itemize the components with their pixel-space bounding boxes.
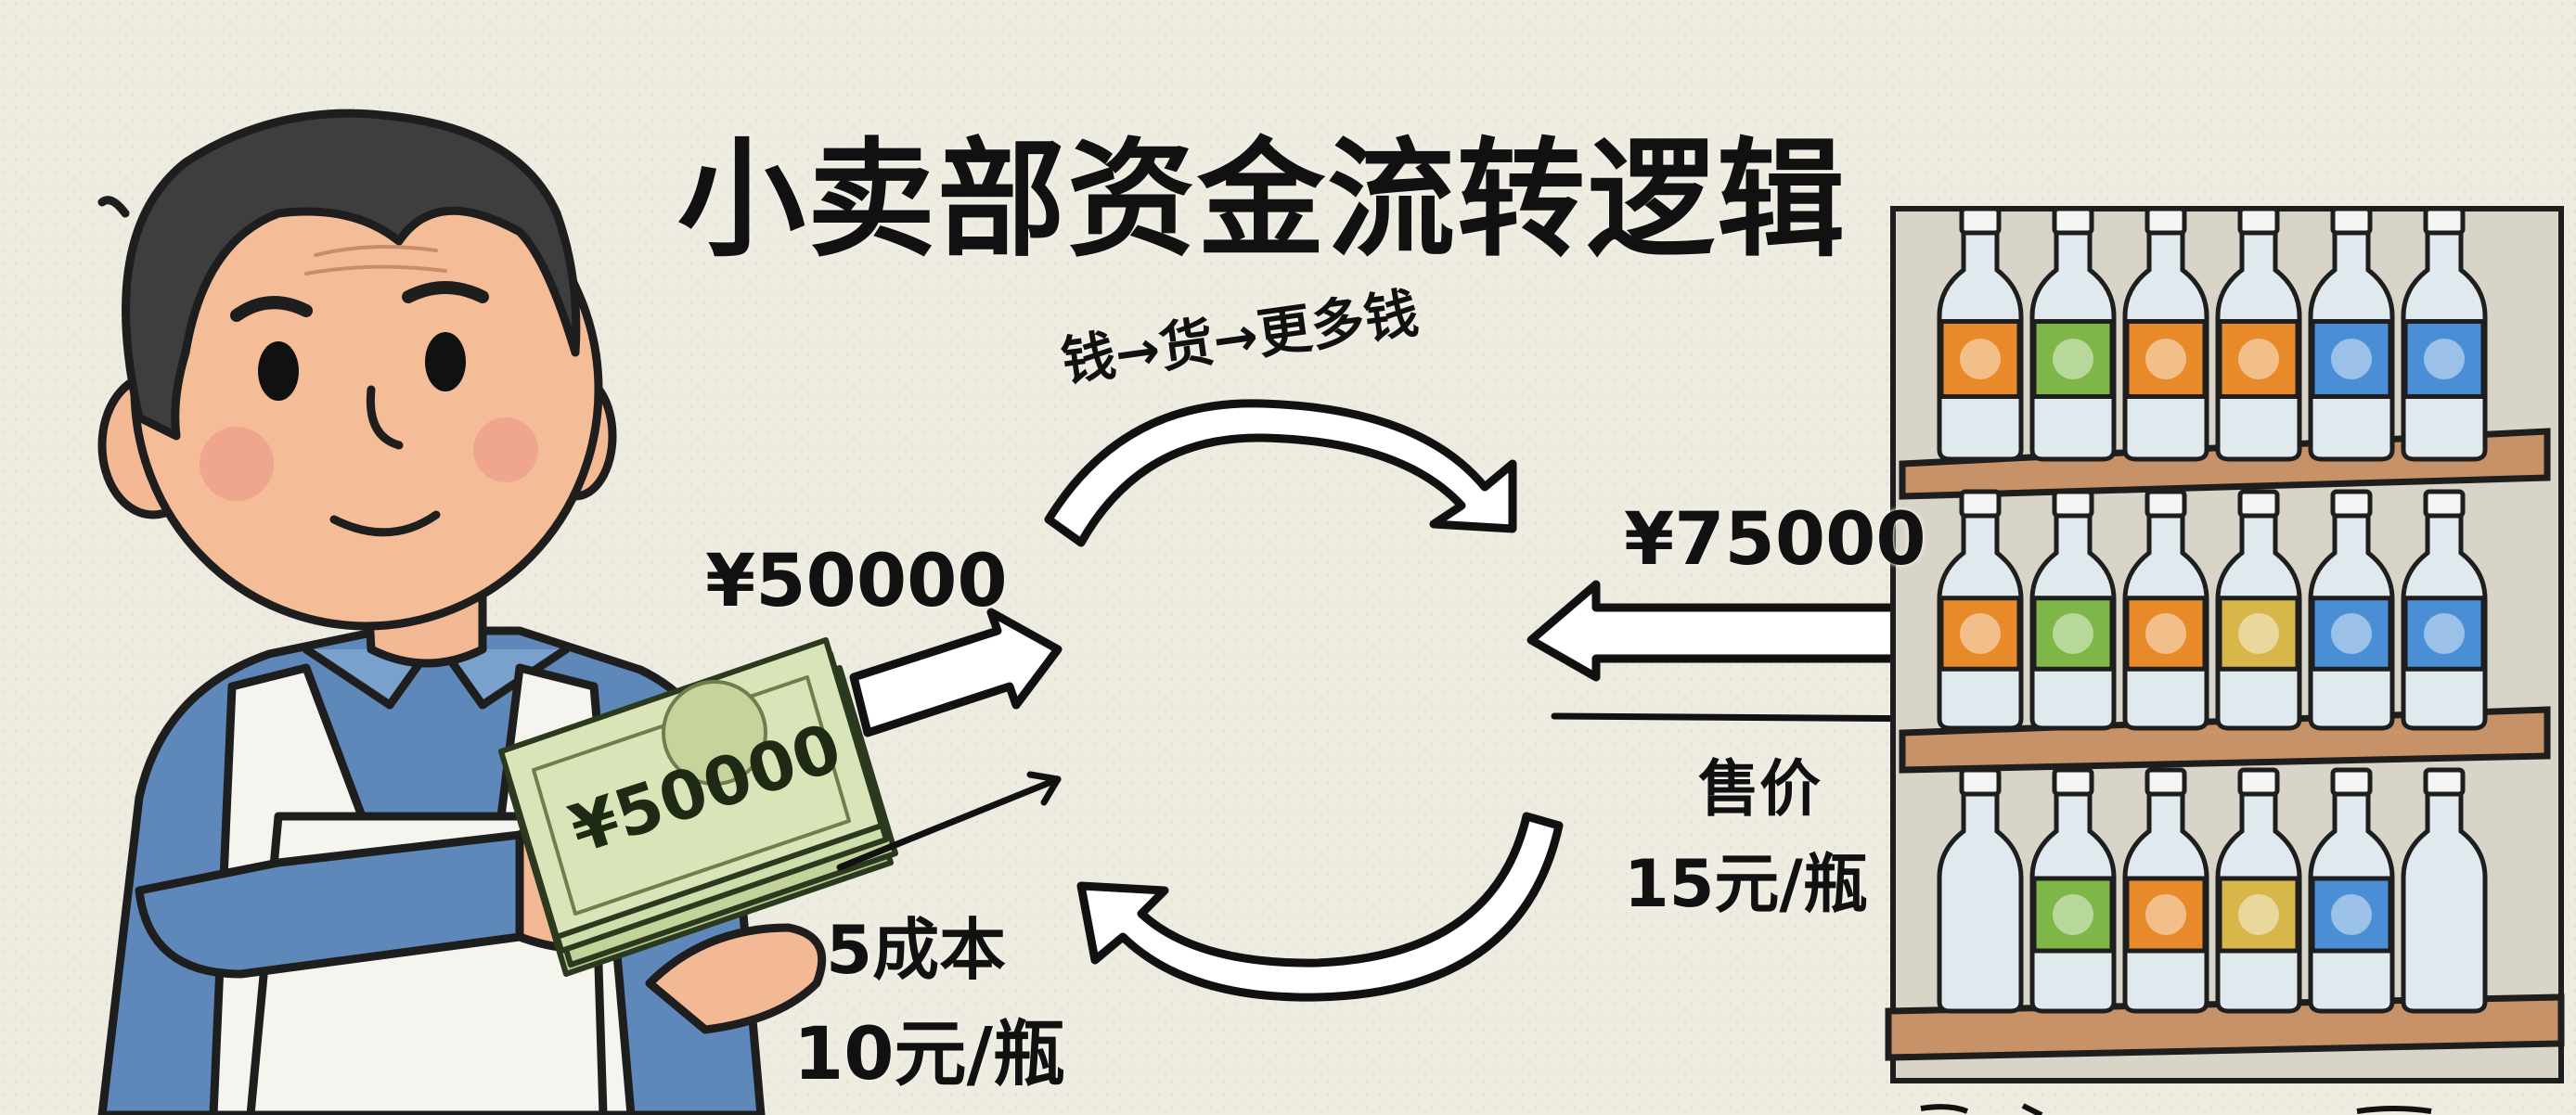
cost-arrow (836, 775, 1062, 871)
bottle-label-fruit-icon (2145, 339, 2186, 379)
bottle-label (2402, 596, 2486, 672)
bottle-cap (2330, 489, 2373, 519)
bottle-cap (2423, 767, 2466, 797)
bottle-cap (1959, 206, 2002, 236)
bottle-label (1938, 596, 2022, 672)
bottle-label-fruit-icon (2238, 894, 2279, 935)
sale-price-value: 15元/瓶 (1624, 846, 1868, 922)
bottle-label (2310, 876, 2393, 954)
bottle-label (2124, 596, 2208, 672)
bottle-label (2217, 319, 2300, 399)
cycle-arrows (849, 399, 1939, 1002)
bottle-label-fruit-icon (2331, 613, 2372, 654)
bottle-label (1938, 319, 2022, 399)
bottle-label (2310, 319, 2393, 399)
investment-amount: ¥50000 (705, 540, 1008, 623)
bottle-cap (1959, 767, 2002, 797)
bottle-label-fruit-icon (2053, 339, 2093, 379)
bottom-cycle-arrow (1076, 812, 1564, 1002)
page-title: 小卖部资金流转逻辑 (677, 125, 1848, 275)
bottle-label (2124, 319, 2208, 399)
bottle-label-fruit-icon (2053, 613, 2093, 654)
bottle-label (2402, 319, 2486, 399)
bottle-label-fruit-icon (2331, 339, 2372, 379)
bottle-cap (2052, 767, 2094, 797)
bottle-label (2031, 596, 2115, 672)
bottle-label-fruit-icon (1960, 339, 2001, 379)
bottle-cap (2145, 489, 2187, 519)
bottle-cap (1959, 489, 2002, 519)
bottle-cap (2145, 206, 2187, 236)
bottle-label-fruit-icon (2424, 339, 2465, 379)
top-cycle-arrow (1044, 399, 1517, 547)
bottle-label-fruit-icon (2331, 894, 2372, 935)
bottle-label (2031, 876, 2115, 954)
cash-stack-icon (498, 637, 898, 977)
bottle-label-fruit-icon (2053, 894, 2093, 935)
bottle-label (2217, 876, 2300, 954)
bottle-cap (2330, 206, 2373, 236)
sale-price-title: 售价 (1698, 753, 1821, 825)
cost-title: 5成本 (826, 911, 1007, 989)
bottle-cap (2423, 489, 2466, 519)
bottle-label-fruit-icon (2145, 894, 2186, 935)
investment-arrow (849, 608, 1063, 737)
bottle-label-fruit-icon (2238, 339, 2279, 379)
bottle-label-fruit-icon (1960, 613, 2001, 654)
bottle-label (2217, 596, 2300, 672)
sales-divider-line (1551, 712, 1952, 723)
bottle-cap (2423, 206, 2466, 236)
bottle-cap (2237, 206, 2280, 236)
bottle-label (2124, 876, 2208, 954)
bottle-label-fruit-icon (2145, 613, 2186, 654)
bottle-label (2031, 319, 2115, 399)
cropped-text-fragment (1920, 1103, 2432, 1115)
bottle-label-fruit-icon (2424, 613, 2465, 654)
bottle-cap (2052, 206, 2094, 236)
connector-lines (836, 712, 1952, 871)
bottle-cap (2237, 767, 2280, 797)
bottle-shelf-illustration (1885, 206, 2565, 1083)
bottle-3-6 (2401, 791, 2488, 1014)
revenue-arrow (1526, 580, 1939, 682)
revenue-amount: ¥75000 (1624, 498, 1926, 582)
bottle-cap (2330, 767, 2373, 797)
bottle-label (2310, 596, 2393, 672)
bottle-label-fruit-icon (2238, 613, 2279, 654)
bottle-3-1 (1937, 791, 2024, 1014)
bottle-cap (2052, 489, 2094, 519)
cost-price-value: 10元/瓶 (793, 1013, 1066, 1096)
bottle-cap (2145, 767, 2187, 797)
bottle-cap (2237, 489, 2280, 519)
